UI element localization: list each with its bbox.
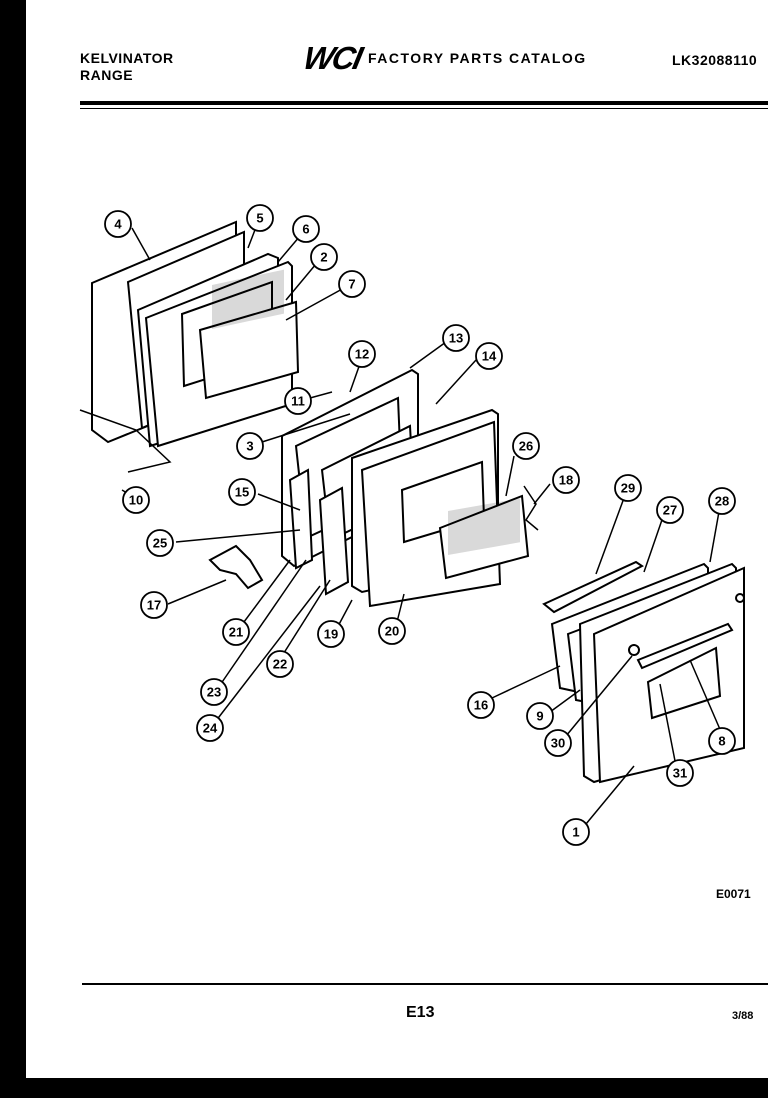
svg-text:27: 27: [663, 503, 677, 518]
svg-text:3: 3: [246, 439, 253, 454]
callout-2: 2: [310, 243, 338, 271]
svg-text:10: 10: [129, 493, 143, 508]
callout-7: 7: [338, 270, 366, 298]
callout-1: 1: [562, 818, 590, 846]
svg-text:6: 6: [302, 222, 309, 237]
svg-text:8: 8: [718, 734, 725, 749]
door-liner-assembly: [79, 220, 300, 473]
svg-text:31: 31: [673, 766, 687, 781]
callout-28: 28: [708, 487, 736, 515]
callout-20: 20: [378, 617, 406, 645]
product-type: RANGE: [80, 67, 134, 83]
catalog-page: KELVINATOR RANGE WCI FACTORY PARTS CATAL…: [26, 0, 768, 1078]
callout-31: 31: [666, 759, 694, 787]
callout-29: 29: [614, 474, 642, 502]
header-rule: [80, 101, 768, 105]
svg-text:4: 4: [114, 217, 122, 232]
model-number: LK32088110: [672, 52, 758, 68]
callout-17: 17: [140, 591, 168, 619]
svg-text:5: 5: [256, 211, 263, 226]
callout-3: 3: [236, 432, 264, 460]
brand-block: KELVINATOR RANGE: [80, 50, 174, 84]
svg-text:25: 25: [153, 536, 167, 551]
svg-text:7: 7: [348, 277, 355, 292]
callout-4: 4: [104, 210, 132, 238]
svg-text:11: 11: [291, 394, 305, 409]
callout-22: 22: [266, 650, 294, 678]
svg-text:12: 12: [355, 347, 369, 362]
svg-text:19: 19: [324, 627, 338, 642]
callout-6: 6: [292, 215, 320, 243]
callout-25: 25: [146, 529, 174, 557]
svg-text:18: 18: [559, 473, 573, 488]
svg-text:1: 1: [572, 825, 579, 840]
svg-text:29: 29: [621, 481, 635, 496]
callout-27: 27: [656, 496, 684, 524]
svg-text:20: 20: [385, 624, 399, 639]
header-rule-thin: [80, 108, 768, 109]
svg-text:14: 14: [482, 349, 497, 364]
leader-lines: [121, 221, 723, 825]
callout-12: 12: [348, 340, 376, 368]
svg-text:28: 28: [715, 494, 729, 509]
svg-text:13: 13: [449, 331, 463, 346]
svg-text:24: 24: [203, 721, 218, 736]
svg-text:16: 16: [474, 698, 488, 713]
callout-24: 24: [196, 714, 224, 742]
callout-30: 30: [544, 729, 572, 757]
diagram-code: E0071: [716, 887, 751, 901]
svg-text:22: 22: [273, 657, 287, 672]
inner-door-assembly: [208, 368, 539, 608]
brand-name: KELVINATOR: [80, 50, 174, 66]
callout-23: 23: [200, 678, 228, 706]
svg-text:15: 15: [235, 485, 249, 500]
callout-26: 26: [512, 432, 540, 460]
svg-text:30: 30: [551, 736, 565, 751]
outer-door-assembly: [542, 560, 745, 784]
callout-13: 13: [442, 324, 470, 352]
svg-text:9: 9: [536, 709, 543, 724]
date-code: 3/88: [732, 1010, 754, 1022]
svg-text:23: 23: [207, 685, 221, 700]
page-number: E13: [406, 1004, 435, 1021]
svg-text:21: 21: [229, 625, 243, 640]
callout-18: 18: [552, 466, 580, 494]
callout-16: 16: [467, 691, 495, 719]
callout-15: 15: [228, 478, 256, 506]
exploded-parts-diagram: 4 5 6 2 7 12 11 13 14 3 26 18 10 15 25 1…: [79, 204, 745, 846]
callout-8: 8: [708, 727, 736, 755]
callout-11: 11: [284, 387, 312, 415]
svg-text:17: 17: [147, 598, 161, 613]
svg-text:2: 2: [320, 250, 327, 265]
callout-9: 9: [526, 702, 554, 730]
callout-19: 19: [317, 620, 345, 648]
catalog-title: FACTORY PARTS CATALOG: [368, 50, 587, 66]
callout-21: 21: [222, 618, 250, 646]
callout-14: 14: [475, 342, 503, 370]
callout-10: 10: [122, 486, 150, 514]
svg-text:26: 26: [519, 439, 533, 454]
callout-5: 5: [246, 204, 274, 232]
footer-rule: [82, 983, 768, 985]
